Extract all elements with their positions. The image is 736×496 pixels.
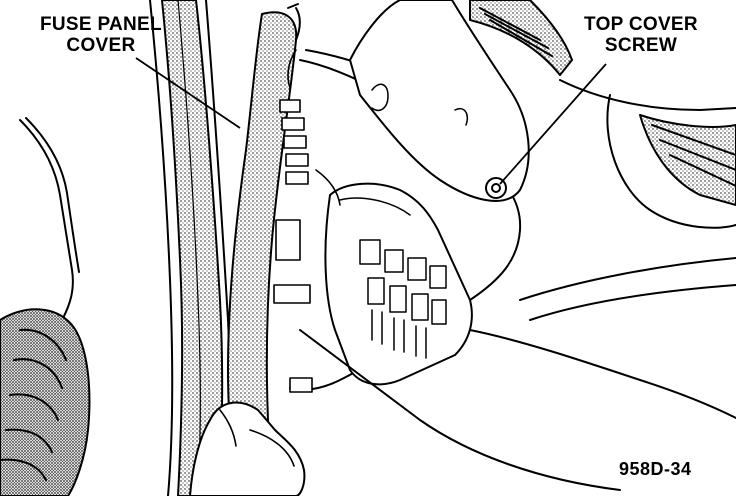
fuse-panel-cover-label-line1: FUSE PANEL <box>40 14 162 35</box>
hand <box>189 401 306 496</box>
top-cover-screw-label-line2: SCREW <box>604 35 678 56</box>
right-grille <box>639 114 736 206</box>
leader-line-fuse-cover <box>135 57 241 129</box>
dash-contour <box>559 79 736 111</box>
fuse-panel-cover-label-line2: COVER <box>66 35 136 56</box>
wiring-harness <box>19 119 74 321</box>
top-cover <box>349 0 530 202</box>
top-cover-screw-label: TOP COVER SCREW <box>584 14 698 56</box>
top-cover-screw-label-line1: TOP COVER <box>584 14 698 35</box>
door-pillar <box>161 0 224 496</box>
leader-line-top-cover-screw <box>499 63 607 185</box>
figure-id: 958D-34 <box>619 459 692 479</box>
fuse-panel-cover-label: FUSE PANEL COVER <box>40 14 162 56</box>
fuse-block <box>324 182 473 386</box>
